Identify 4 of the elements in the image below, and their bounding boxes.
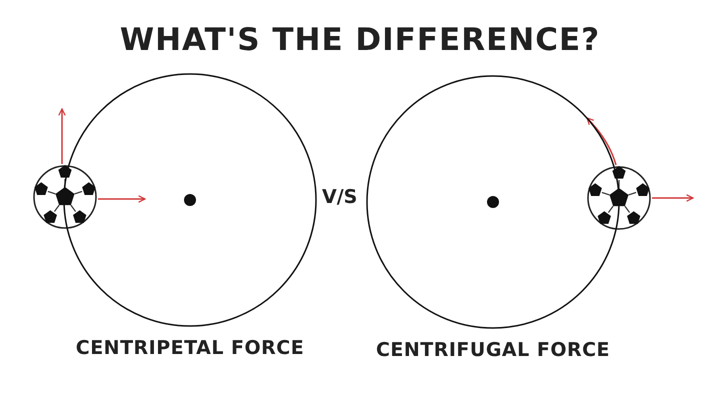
node-label: CENTRIFUGAL FORCE — [374, 339, 612, 361]
node-label: CENTRIPETAL FORCE — [74, 337, 306, 359]
versus-label: V/S — [322, 186, 358, 208]
title: WHAT'S THE DIFFERENCE? — [118, 22, 602, 58]
